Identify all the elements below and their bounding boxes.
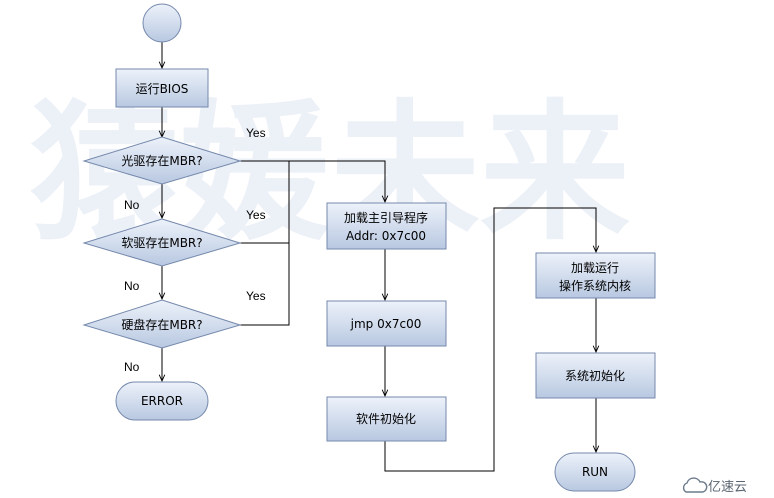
logo-text: 亿速云	[708, 480, 747, 495]
load-os-label-line2: 操作系统内核	[559, 278, 631, 293]
edge-label-no-floppy: No	[124, 279, 140, 293]
edge-label-yes-floppy: Yes	[246, 208, 266, 222]
cd-decision	[82, 136, 242, 185]
nodes	[82, 3, 656, 492]
edge-label-no-hdd: No	[124, 360, 140, 374]
floppy-decision	[82, 218, 242, 267]
connectors	[162, 42, 596, 472]
load-boot-label-line1: 加载主引导程序	[344, 210, 428, 225]
edge-label-yes-cd: Yes	[246, 126, 266, 140]
jmp-box	[326, 300, 447, 347]
soft-init-label: 软件初始化	[356, 412, 416, 426]
load-os-box	[535, 252, 656, 299]
run-terminal	[554, 452, 636, 492]
start-node	[142, 3, 182, 43]
run-bios-box	[115, 68, 209, 108]
load-os-label-line1: 加载运行	[571, 261, 619, 275]
run-bios-label: 运行BIOS	[136, 82, 189, 96]
error-terminal	[115, 381, 209, 421]
load-boot-box	[326, 202, 447, 250]
sys-init-label: 系统初始化	[565, 369, 625, 383]
edge-cd-yes	[240, 160, 385, 202]
run-label: RUN	[582, 465, 608, 479]
sys-init-box	[535, 352, 656, 399]
edge-label-yes-hdd: Yes	[246, 289, 266, 303]
logo: 亿速云	[682, 477, 747, 495]
load-boot-label-line2: Addr: 0x7c00	[346, 229, 426, 243]
edge-hdd-yes	[240, 243, 290, 326]
edge-init-to-os	[384, 207, 596, 472]
error-label: ERROR	[141, 394, 183, 408]
edge-label-no-cd: No	[124, 198, 140, 212]
cd-decision-label: 光驱存在MBR?	[121, 154, 202, 168]
hdd-decision	[82, 299, 242, 349]
floppy-decision-label: 软驱存在MBR?	[121, 236, 202, 250]
hdd-decision-label: 硬盘存在MBR?	[121, 317, 202, 332]
jmp-label: jmp 0x7c00	[350, 317, 422, 331]
cloud-icon	[682, 477, 708, 493]
soft-init-box	[326, 396, 447, 442]
